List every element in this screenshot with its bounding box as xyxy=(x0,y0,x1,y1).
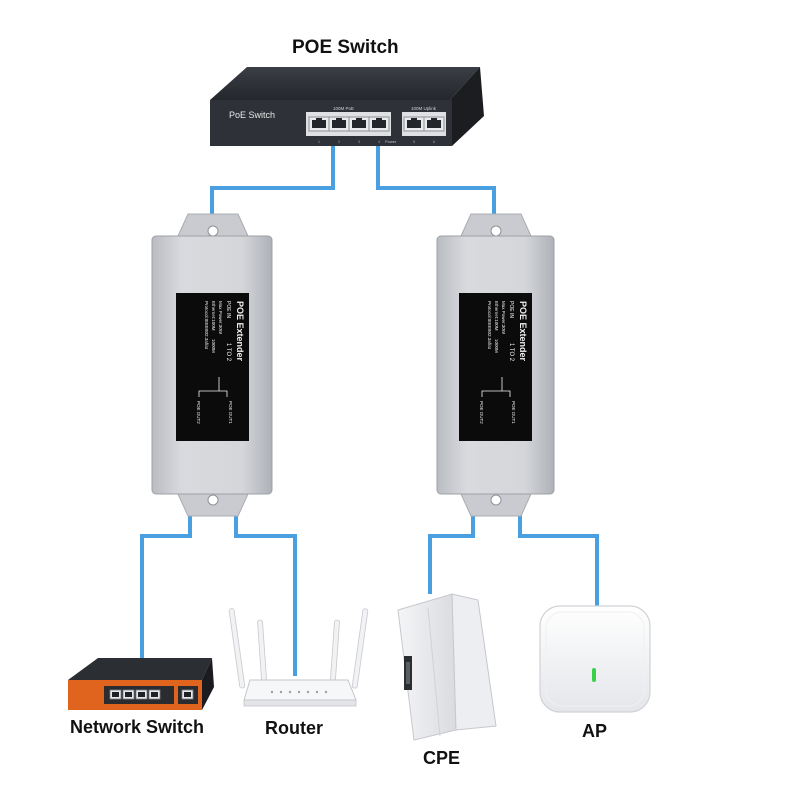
poe-extender-left: POE Extender POE IN 1 TO 2 Max Power:30W… xyxy=(151,213,273,517)
switch-poe-group-text: 100M PoE xyxy=(333,106,354,111)
switch-port-5 xyxy=(403,116,425,132)
switch-port-2 xyxy=(328,116,350,132)
extender-out2: POE OUT2 xyxy=(479,401,484,424)
network-switch-port xyxy=(181,689,194,700)
network-switch-port xyxy=(148,689,161,700)
extender-out2: POE OUT2 xyxy=(196,401,201,424)
extender-spec: Protocol:IEEE802.3af/at xyxy=(204,301,209,350)
switch-port-1 xyxy=(308,116,330,132)
switch-port-number: 2 xyxy=(338,140,340,144)
switch-port-number: 4 xyxy=(378,140,380,144)
extender-spec: 1000M xyxy=(494,339,499,353)
router-label: Router xyxy=(265,718,323,738)
extender-ratio: 1 TO 2 xyxy=(225,343,231,362)
cable-left-extender-to-router xyxy=(234,503,297,676)
router-device xyxy=(228,608,369,707)
cable-left-extender-to-network-switch xyxy=(140,503,192,668)
poe-extender-right: POE Extender POE IN 1 TO 2 Max Power:30W… xyxy=(436,213,555,517)
extender-title: POE Extender xyxy=(518,301,528,362)
poe-switch-label: POE Switch xyxy=(292,37,399,58)
cable-switch-to-left-extender xyxy=(210,140,335,222)
cable-switch-to-right-extender xyxy=(376,140,496,222)
switch-port-number: 3 xyxy=(358,140,360,144)
extender-title: POE Extender xyxy=(235,301,245,362)
network-switch-port xyxy=(135,689,148,700)
extender-spec: Protocol:IEEE802.3af/at xyxy=(487,301,492,350)
switch-uplink-group-text: 100M Uplink xyxy=(411,106,437,111)
extender-out1: POE OUT1 xyxy=(228,401,233,424)
ap-status-led xyxy=(592,668,596,682)
cpe-label: CPE xyxy=(423,748,461,768)
switch-port-3 xyxy=(348,116,370,132)
extender-ratio: 1 TO 2 xyxy=(508,343,514,362)
ap-label: AP xyxy=(582,721,608,741)
network-switch-port xyxy=(109,689,122,700)
cable-right-extender-to-ap xyxy=(518,503,599,606)
extender-spec: Ethernet:100M xyxy=(211,301,216,331)
extender-spec: Ethernet:100M xyxy=(494,301,499,331)
switch-port-number: 5 xyxy=(413,140,415,144)
switch-port-number: 6 xyxy=(433,140,435,144)
extender-spec: 1000M xyxy=(211,339,216,353)
extender-poe-in: POE IN xyxy=(508,301,514,318)
cables xyxy=(140,140,599,676)
extender-spec: Max Power:30W xyxy=(218,301,223,335)
switch-port-number: 1 xyxy=(318,140,320,144)
network-switch-device xyxy=(68,658,214,710)
poe-switch-device: PoE Switch 100M PoE 100M Uplink Power 1 … xyxy=(210,67,484,146)
switch-power-text: Power xyxy=(385,139,397,144)
network-switch-port xyxy=(122,689,135,700)
network-switch-label: Network Switch xyxy=(70,717,205,737)
extender-spec: Max Power:30W xyxy=(501,301,506,335)
ap-device xyxy=(539,605,651,713)
extender-out1: POE OUT1 xyxy=(511,401,516,424)
switch-port-6 xyxy=(423,116,445,132)
switch-brand-text: PoE Switch xyxy=(229,110,275,120)
cpe-device xyxy=(397,593,497,741)
extender-poe-in: POE IN xyxy=(225,301,231,318)
switch-port-4 xyxy=(368,116,390,132)
cable-right-extender-to-cpe xyxy=(428,503,475,594)
